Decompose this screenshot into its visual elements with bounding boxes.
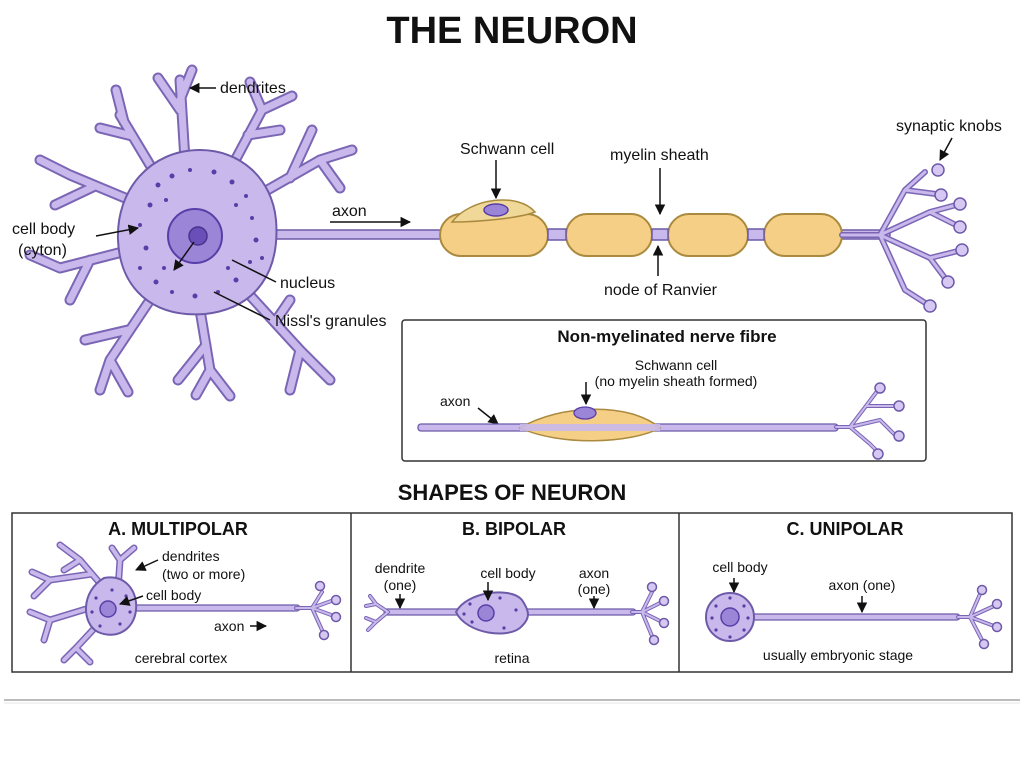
unipolar-cell-body: cell body: [712, 559, 767, 575]
label-nm-axon: axon: [440, 393, 470, 409]
nissl-granules: [138, 168, 264, 299]
label-myelin-sheath: myelin sheath: [610, 147, 709, 164]
multipolar-title: A. MULTIPOLAR: [108, 519, 248, 539]
page-title: THE NEURON: [386, 10, 637, 52]
label-cyton: (cyton): [18, 242, 67, 259]
label-node-of-ranvier: node of Ranvier: [604, 282, 718, 299]
non-myelinated-panel: Non-myelinated nerve fibre Schwann cell …: [401, 319, 927, 462]
myelin-segment: [763, 213, 843, 257]
bipolar-axon: axon: [579, 565, 609, 581]
multipolar-axon: axon: [214, 618, 244, 634]
synaptic-knobs: [923, 163, 969, 313]
label-schwann-no-myelin: Schwann cell: [635, 357, 718, 373]
shapes-title: SHAPES OF NEURON: [398, 480, 627, 505]
nucleolus: [188, 226, 208, 246]
multipolar-cell-body: cell body: [146, 587, 201, 603]
nm-axon-terminals: [834, 382, 905, 460]
myelin-sheath-segments: [439, 213, 843, 257]
non-myelinated-title: Non-myelinated nerve fibre: [557, 327, 776, 346]
panel-unipolar: C. UNIPOLAR cell body axon (one) usua: [705, 519, 1003, 663]
unipolar-axon: axon (one): [829, 577, 896, 593]
nm-schwann-nucleus: [573, 406, 597, 420]
shapes-frame: [11, 512, 1013, 673]
unipolar-example: usually embryonic stage: [763, 647, 913, 663]
bipolar-dendrite-note: (one): [384, 577, 417, 593]
main-neuron: dendrites cell body (cyton) nucleus Niss…: [12, 64, 1002, 402]
bipolar-axon-note: (one): [578, 581, 611, 597]
node-of-ranvier: [547, 228, 567, 241]
label-cell-body: cell body: [12, 221, 75, 238]
label-dendrites: dendrites: [220, 80, 286, 97]
unipolar-title: C. UNIPOLAR: [787, 519, 904, 539]
label-axon: axon: [332, 203, 367, 220]
dendrites: [24, 64, 358, 402]
myelin-segment: [667, 213, 749, 257]
bipolar-example: retina: [494, 650, 529, 666]
node-of-ranvier: [747, 228, 765, 241]
bipolar-title: B. BIPOLAR: [462, 519, 566, 539]
label-schwann-no-myelin-note: (no myelin sheath formed): [595, 373, 758, 389]
bipolar-cell-body: cell body: [480, 565, 535, 581]
axon-terminals: [839, 163, 969, 313]
myelin-segment: [565, 213, 653, 257]
multipolar-dendrites-note: (two or more): [162, 566, 245, 582]
label-schwann-cell: Schwann cell: [460, 141, 554, 158]
schwann-nucleus: [483, 203, 509, 217]
shapes-panels: A. MULTIPOLAR den: [11, 512, 1013, 673]
panel-multipolar: A. MULTIPOLAR den: [26, 519, 342, 666]
label-nucleus: nucleus: [280, 275, 335, 292]
node-of-ranvier: [651, 228, 669, 241]
panel-bipolar: B. BIPOLAR dendrite (one): [364, 519, 670, 666]
multipolar-dendrites: dendrites: [162, 548, 220, 564]
bipolar-dendrite: dendrite: [375, 560, 426, 576]
multipolar-example: cerebral cortex: [135, 650, 228, 666]
label-nissl: Nissl's granules: [275, 313, 387, 330]
label-synaptic-knobs: synaptic knobs: [896, 118, 1002, 135]
